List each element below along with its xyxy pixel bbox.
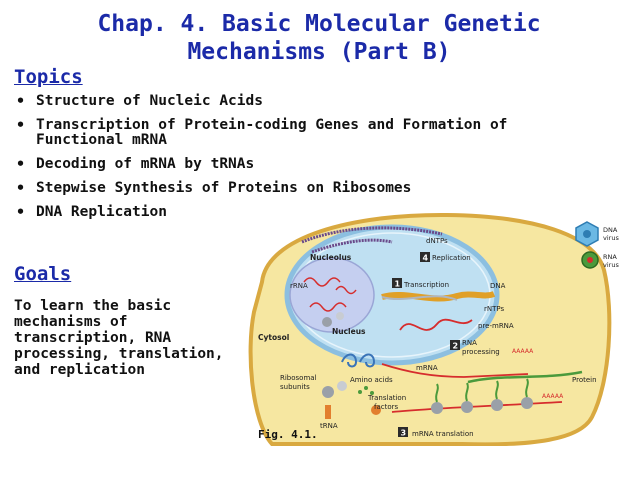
label-aaaaa-1: AAAAA bbox=[512, 348, 534, 355]
rrna-squiggle bbox=[303, 277, 341, 287]
step-number-replication: 4 bbox=[423, 254, 429, 263]
topic-item: Transcription of Protein-coding Genes an… bbox=[14, 118, 556, 148]
label-dna: DNA bbox=[490, 282, 506, 290]
label-trna: tRNA bbox=[320, 422, 338, 430]
translation-factor bbox=[371, 405, 381, 415]
amino-acid-dot bbox=[370, 391, 374, 395]
step-box-translation bbox=[398, 427, 408, 437]
step-box-processing bbox=[450, 340, 460, 350]
mrna-processed-squiggle bbox=[359, 353, 376, 368]
topic-item: DNA Replication bbox=[14, 205, 574, 221]
label-amino-acids: Amino acids bbox=[350, 376, 393, 384]
trna-shape bbox=[325, 405, 331, 419]
label-dntps: dNTPs bbox=[426, 237, 448, 245]
topic-item: Stepwise Synthesis of Proteins on Riboso… bbox=[14, 181, 574, 197]
nucleolus-shape bbox=[289, 257, 375, 333]
step-box-transcription bbox=[392, 278, 402, 288]
label-aaaaa-2: AAAAA bbox=[542, 393, 564, 400]
mrna-exit-strand bbox=[381, 363, 529, 378]
label-dna-virus-1: DNA bbox=[603, 226, 618, 234]
dna-helix bbox=[381, 295, 458, 301]
label-rna-virus-2: virus bbox=[603, 261, 619, 269]
topic-item: Decoding of mRNA by tRNAs bbox=[14, 157, 574, 173]
title-line-1: Chap. 4. Basic Molecular Genetic bbox=[97, 11, 541, 37]
label-rna-processing-1: RNA bbox=[462, 339, 477, 347]
goals-heading: Goals bbox=[14, 263, 72, 285]
label-translation-1: Translation bbox=[367, 394, 406, 402]
ribosome-subunit bbox=[322, 386, 334, 398]
rrna-squiggle bbox=[309, 302, 347, 312]
label-dna-virus-2: virus bbox=[603, 234, 619, 242]
label-ribosomal-2: subunits bbox=[280, 383, 310, 391]
label-rntps: rNTPs bbox=[484, 305, 504, 313]
label-mrna-translation: mRNA translation bbox=[412, 430, 474, 438]
label-translation-2: factors bbox=[374, 403, 399, 411]
label-mrna: mRNA bbox=[416, 364, 438, 372]
slide-title: Chap. 4. Basic Molecular Genetic Mechani… bbox=[0, 10, 638, 66]
dna-replication-strand bbox=[311, 238, 393, 254]
dna-helix bbox=[381, 291, 496, 302]
step-number-transcription: 1 bbox=[395, 280, 401, 289]
dna-replication-strand bbox=[301, 226, 443, 244]
figure-caption: Fig. 4.1. bbox=[258, 428, 318, 441]
protein-chain bbox=[467, 370, 583, 384]
amino-acid-dot bbox=[358, 390, 362, 394]
ribosome-subunit-nucleolus bbox=[322, 317, 332, 327]
title-line-2: Mechanisms (Part B) bbox=[187, 39, 451, 65]
rrna-squiggle bbox=[335, 285, 357, 295]
label-rrna: rRNA bbox=[290, 282, 308, 290]
topics-heading: Topics bbox=[14, 66, 83, 88]
label-ribosomal-1: Ribosomal bbox=[280, 374, 317, 382]
mrna-processed-squiggle bbox=[341, 353, 358, 368]
topics-list: Structure of Nucleic Acids Transcription… bbox=[14, 94, 574, 229]
polysome-ribosomes bbox=[431, 378, 533, 414]
amino-acid-dot bbox=[364, 386, 368, 390]
goals-text: To learn the basic mechanisms of transcr… bbox=[14, 298, 224, 378]
ribosome-subunit-nucleolus bbox=[336, 312, 344, 320]
label-transcription: Transcription bbox=[403, 281, 449, 289]
label-pre-mrna: pre-mRNA bbox=[478, 322, 514, 330]
step-number-processing: 2 bbox=[453, 342, 459, 351]
cell-diagram-figure: 4 1 2 3 Nucleolus rRNA Nucleus Cytosol d… bbox=[248, 212, 619, 446]
step-box-replication bbox=[420, 252, 430, 262]
label-nucleolus: Nucleolus bbox=[310, 253, 352, 262]
label-cytosol: Cytosol bbox=[258, 333, 289, 342]
ribosome-subunit bbox=[337, 381, 347, 391]
label-protein: Protein bbox=[572, 376, 597, 384]
topic-item: Structure of Nucleic Acids bbox=[14, 94, 574, 110]
label-replication: Replication bbox=[432, 254, 471, 262]
label-rna-processing-2: processing bbox=[462, 348, 500, 356]
pre-mrna-strand bbox=[399, 318, 473, 331]
label-nucleus: Nucleus bbox=[332, 327, 366, 336]
dna-virus-icon bbox=[575, 221, 599, 247]
rna-virus-icon bbox=[581, 251, 599, 269]
label-rna-virus-1: RNA bbox=[603, 253, 617, 261]
step-number-translation: 3 bbox=[401, 429, 407, 438]
